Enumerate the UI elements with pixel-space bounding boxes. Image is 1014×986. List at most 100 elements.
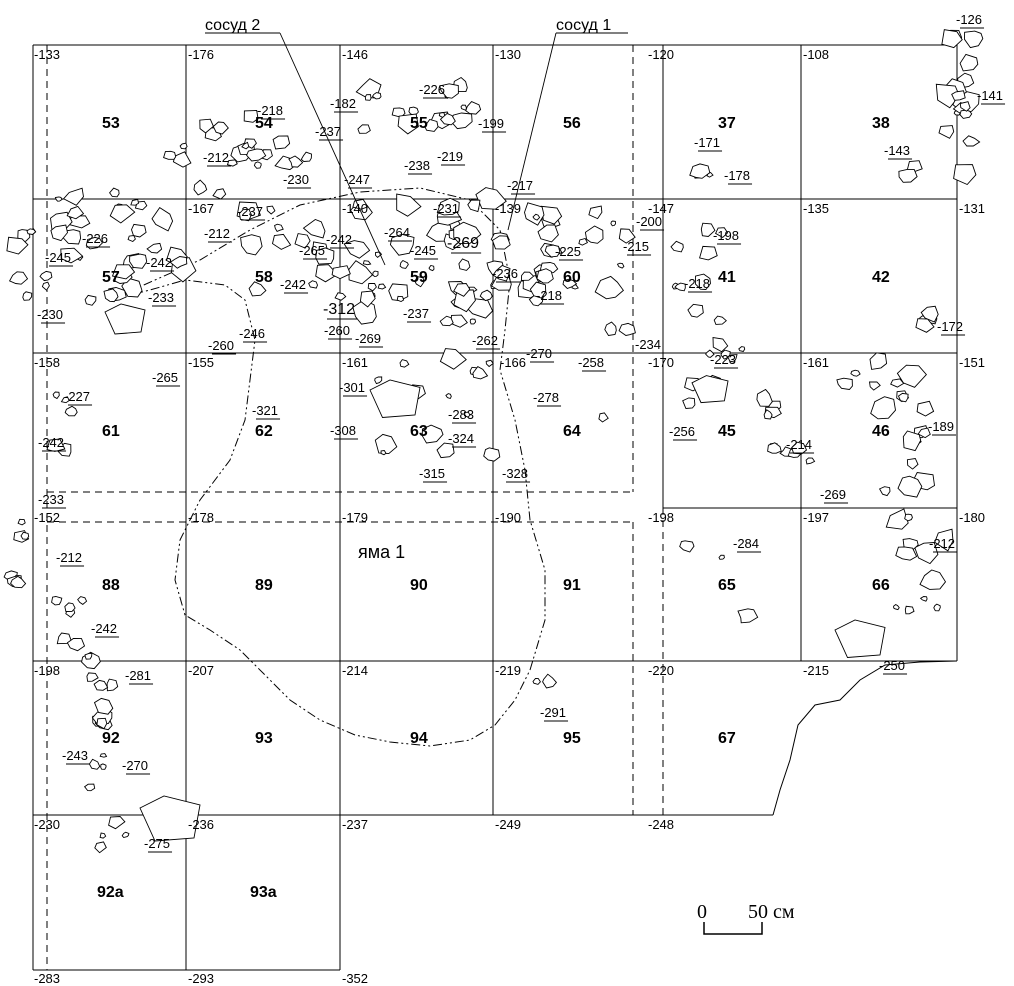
- find-depth: -291: [540, 705, 566, 720]
- find-depth: -246: [239, 326, 265, 341]
- stone: [964, 30, 984, 49]
- stone: [22, 291, 33, 301]
- stone: [896, 364, 928, 388]
- stone: [610, 220, 616, 227]
- stone: [890, 378, 905, 388]
- stone: [54, 196, 63, 202]
- find-depth: -328: [502, 466, 528, 481]
- find-depth: -218: [257, 103, 283, 118]
- stone: [109, 204, 136, 224]
- stone: [84, 652, 93, 660]
- corner-depth: -161: [803, 355, 829, 370]
- square-88: 88: [102, 577, 120, 594]
- vessel-labels: сосуд 2 сосуд 1: [205, 17, 628, 266]
- stone: [364, 94, 372, 101]
- stone: [868, 381, 881, 391]
- square-95: 95: [563, 730, 581, 747]
- stone: [897, 475, 923, 498]
- stone: [453, 221, 482, 245]
- square-56: 56: [563, 115, 581, 132]
- find-depth: -260: [324, 323, 350, 338]
- square-89: 89: [255, 577, 273, 594]
- corner-depth: -170: [648, 355, 674, 370]
- scale-fifty: 50 см: [748, 901, 795, 923]
- corner-depth: -147: [648, 201, 674, 216]
- stone: [397, 113, 419, 135]
- stone: [598, 412, 609, 423]
- stone: [10, 575, 27, 589]
- stone: [935, 83, 960, 109]
- corner-depth: -158: [34, 355, 60, 370]
- stone: [959, 53, 979, 72]
- stone: [343, 240, 371, 259]
- stone: [85, 236, 103, 250]
- stone: [439, 83, 459, 99]
- find-depth: -217: [507, 178, 533, 193]
- stone: [169, 256, 188, 269]
- stone: [39, 270, 53, 282]
- stone: [294, 233, 311, 249]
- stone: [453, 283, 471, 297]
- find-depth: -265: [152, 370, 178, 385]
- stone: [111, 264, 136, 280]
- square-90: 90: [410, 577, 428, 594]
- stone: [578, 237, 589, 246]
- find-depth: -243: [62, 748, 88, 763]
- find-depth: -143: [884, 143, 910, 158]
- stone: [436, 197, 460, 216]
- stone: [738, 346, 746, 353]
- find-depth: -171: [694, 135, 720, 150]
- stone: [362, 260, 372, 266]
- find-depth: -262: [472, 333, 498, 348]
- find-depth: -281: [125, 668, 151, 683]
- stone: [521, 271, 535, 281]
- stone: [962, 135, 981, 147]
- stone: [99, 832, 107, 839]
- stone: [212, 121, 229, 135]
- square-92a: 92а: [97, 884, 124, 901]
- find-depth: -219: [437, 149, 463, 164]
- find-depth: -284: [733, 536, 759, 551]
- find-depth: -234: [635, 337, 661, 352]
- find-depth: -212: [203, 150, 229, 165]
- stone: [86, 672, 99, 682]
- find-depth: -265: [299, 243, 325, 258]
- stone: [544, 244, 561, 258]
- corner-depth: -198: [34, 663, 60, 678]
- find-depth: -242: [38, 435, 64, 450]
- stone: [604, 321, 617, 336]
- stone: [699, 245, 718, 261]
- stone: [934, 528, 954, 552]
- square-58: 58: [255, 269, 273, 286]
- find-depth: -214: [786, 437, 812, 452]
- corner-depth: -207: [188, 663, 214, 678]
- find-depth: -218: [684, 276, 710, 291]
- corner-depth: -352: [342, 971, 368, 986]
- stone: [542, 673, 557, 689]
- stone: [445, 393, 452, 400]
- stone: [713, 315, 727, 325]
- stone: [271, 233, 292, 250]
- find-depth: -231: [433, 201, 459, 216]
- stone: [266, 205, 276, 215]
- find-depth: -242: [280, 277, 306, 292]
- corner-depth: -151: [959, 355, 985, 370]
- stone: [850, 369, 861, 377]
- stone: [467, 199, 481, 213]
- find-depth: -324: [448, 431, 474, 446]
- square-38: 38: [872, 115, 890, 132]
- find-depth: -218: [536, 288, 562, 303]
- stone: [941, 29, 963, 49]
- stone: [239, 208, 252, 222]
- stone: [66, 638, 86, 652]
- stone: [66, 205, 85, 220]
- find-depth: -275: [144, 836, 170, 851]
- stone: [869, 352, 888, 370]
- stone: [64, 405, 78, 417]
- square-42: 42: [872, 269, 890, 286]
- stone: [805, 457, 816, 465]
- corner-depth: -152: [34, 510, 60, 525]
- vessel-2-label: сосуд 2: [205, 17, 260, 34]
- stone: [334, 292, 347, 301]
- square-55: 55: [410, 115, 428, 132]
